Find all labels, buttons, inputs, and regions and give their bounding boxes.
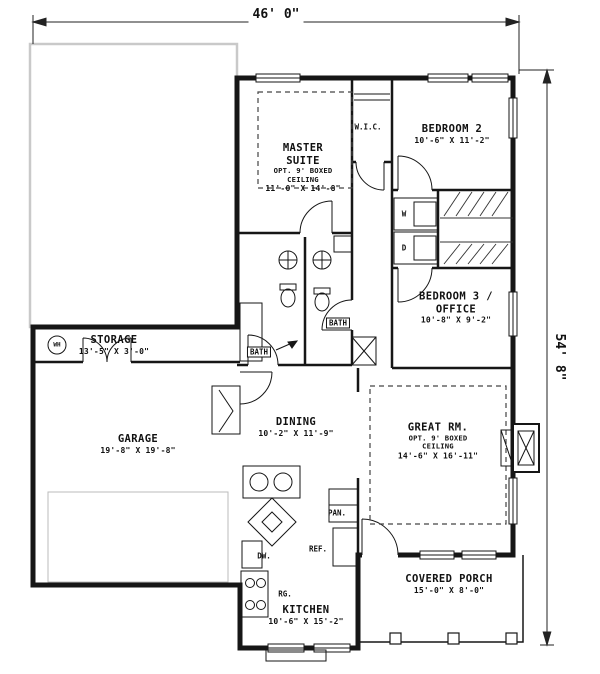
dimension-width-label: 46' 0" — [248, 7, 304, 23]
great-room-size: 14'-6" X 16'-11" — [397, 451, 479, 461]
fixture-label-refrigerator: REF. — [308, 544, 328, 554]
garage-size: 19'-8" X 19'-8" — [100, 445, 176, 455]
master-name-line2: SUITE — [286, 154, 320, 167]
garage-name: GARAGE — [117, 432, 159, 445]
fixture-label-water-heater: WH — [53, 341, 61, 349]
bedroom3-size: 10'-8" X 9'-2" — [420, 315, 492, 325]
bedroom2-name: BEDROOM 2 — [421, 122, 483, 135]
room-label-porch: COVERED PORCH 15'-0" X 8'-0" — [405, 573, 492, 595]
bedroom3-name-line2: OFFICE — [435, 303, 477, 316]
bath-fixtures — [239, 250, 332, 362]
porch-outline — [358, 555, 524, 645]
storage-size: 13'-5" X 3'-0" — [78, 346, 150, 356]
room-label-storage: STORAGE 13'-5" X 3'-0" — [79, 334, 149, 356]
great-room-opt: OPT. 9' BOXED — [408, 432, 468, 442]
room-label-master-suite: MASTER SUITE OPT. 9' BOXED CEILING 11'-0… — [265, 142, 340, 194]
room-label-kitchen: KITCHEN 10'-6" X 15'-2" — [268, 604, 343, 626]
great-room-ceiling: CEILING — [422, 441, 454, 451]
fixture-label-dishwasher: DW. — [257, 551, 271, 561]
fireplace — [500, 423, 540, 473]
site-outline — [28, 42, 239, 329]
dining-name: DINING — [275, 415, 317, 428]
water-heater — [47, 335, 67, 355]
fixture-label-range: RG. — [278, 589, 292, 599]
master-ceiling: CEILING — [287, 174, 319, 184]
room-label-garage: GARAGE 19'-8" X 19'-8" — [100, 433, 175, 455]
storage-name: STORAGE — [90, 333, 138, 346]
room-label-bedroom3: BEDROOM 3 / OFFICE 10'-8" X 9'-2" — [419, 291, 493, 326]
room-label-wic: W.I.C. — [354, 122, 382, 132]
room-label-bedroom2: BEDROOM 2 10'-6" X 11'-2" — [414, 123, 489, 145]
fixture-label-pantry: PAN. — [327, 508, 347, 518]
room-label-bath-upper: BATH — [325, 317, 351, 329]
boxed-ceiling-outlines — [257, 91, 507, 525]
dining-size: 10'-2" X 11'-9" — [258, 428, 334, 438]
stoop — [265, 649, 327, 662]
master-size: 11'-0" X 14'-8" — [265, 184, 341, 194]
room-label-dining: DINING 10'-2" X 11'-9" — [258, 416, 333, 438]
fixture-label-washer: W — [401, 209, 407, 219]
room-label-bath-lower: BATH — [246, 346, 272, 358]
closets — [211, 93, 390, 435]
windows — [255, 73, 518, 653]
bedroom2-size: 10'-6" X 11'-2" — [414, 135, 490, 145]
bedroom3-name-line1: BEDROOM 3 / — [419, 290, 493, 303]
room-label-great-room: GREAT RM. OPT. 9' BOXED CEILING 14'-6" X… — [398, 421, 478, 460]
master-opt: OPT. 9' BOXED — [273, 166, 333, 176]
master-name-line1: MASTER — [282, 141, 324, 154]
washer-dryer — [393, 197, 439, 265]
exterior-walls — [30, 75, 516, 651]
fixture-label-dryer: D — [401, 243, 407, 253]
door-swings — [82, 155, 433, 556]
door-openings — [83, 158, 432, 559]
garage-slab-outline — [47, 491, 229, 583]
kitchen-fixtures — [240, 465, 359, 618]
hatch-bands — [440, 191, 513, 265]
great-room-name: GREAT RM. — [407, 421, 469, 434]
dimension-height-label: 54' 8" — [551, 329, 567, 385]
bath-callout-arrow — [275, 340, 299, 351]
porch-size: 15'-0" X 8'-0" — [413, 585, 485, 595]
kitchen-size: 10'-6" X 15'-2" — [268, 616, 344, 626]
porch-name: COVERED PORCH — [405, 572, 493, 585]
kitchen-name: KITCHEN — [282, 603, 330, 616]
